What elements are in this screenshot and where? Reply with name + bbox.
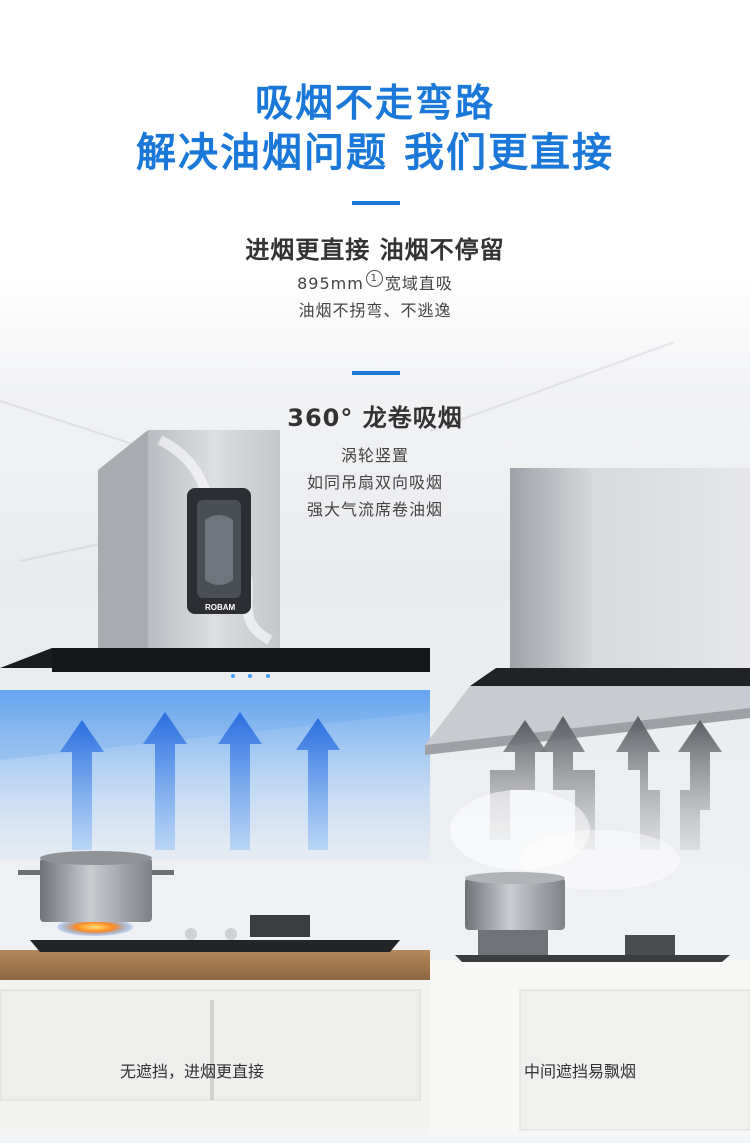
feature2-title: 360° 龙卷吸烟	[287, 404, 463, 432]
footnote-mark: 1	[365, 270, 383, 287]
headline-line1: 吸烟不走弯路	[254, 81, 495, 125]
right-caption: 中间遮挡易飘烟	[524, 1062, 637, 1081]
feature2-line: 涡轮竖置	[340, 446, 409, 465]
left-caption: 无遮挡，进烟更直接	[120, 1062, 265, 1081]
cooking-pot	[40, 858, 152, 922]
left-range-hood: ROBAM	[0, 430, 430, 860]
right-chimney	[510, 468, 750, 668]
right-range-hood	[425, 468, 750, 755]
left-cooktop	[0, 851, 430, 1130]
smoke	[450, 790, 590, 870]
hood-panel	[52, 648, 430, 672]
suction-airflow	[0, 690, 430, 860]
feature1-line2: 油烟不拐弯、不逃逸	[298, 301, 452, 320]
feature1-width: 895mm	[297, 274, 364, 293]
cooking-pot	[465, 878, 565, 930]
feature2-line: 如同吊扇双向吸烟	[306, 473, 443, 492]
feature1-wide: 宽域直吸	[384, 274, 453, 293]
up-arrow-icon	[60, 712, 340, 850]
divider-bar	[352, 371, 400, 375]
divider-bar	[352, 201, 400, 205]
right-cooktop	[430, 872, 750, 1135]
feature2-line: 强大气流席卷油烟	[306, 500, 443, 519]
headline-line2: 解决油烟问题 我们更直接	[136, 130, 614, 176]
brand-logo: ROBAM	[205, 603, 236, 612]
feature1-title: 进烟更直接 油烟不停留	[245, 236, 505, 264]
